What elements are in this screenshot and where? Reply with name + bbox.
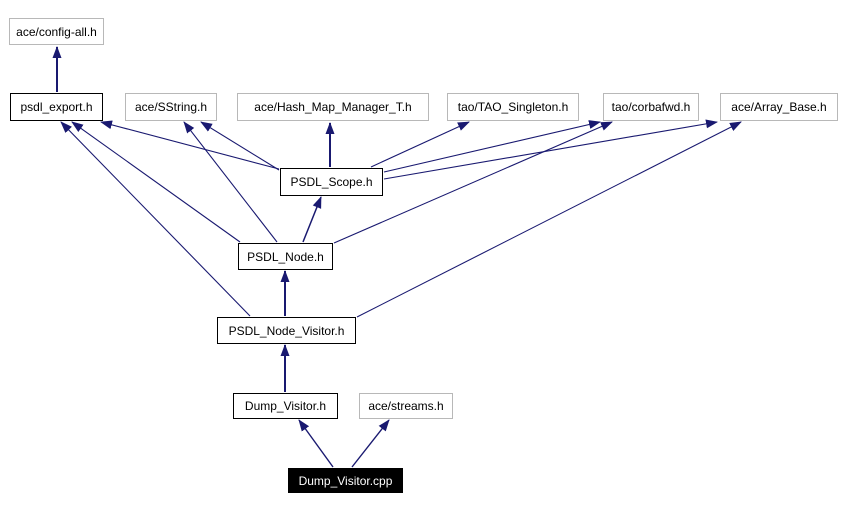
node-ace-sstring-h[interactable]: ace/SString.h [125, 93, 217, 121]
node-tao-corbafwd-h[interactable]: tao/corbafwd.h [603, 93, 699, 121]
edge-psdl_node-to-psdl_scope [302, 196, 322, 243]
edge-psdl_scope-to-tao_singleton [370, 121, 470, 168]
node-tao-tao-singleton-h[interactable]: tao/TAO_Singleton.h [447, 93, 579, 121]
edge-dump_visitor_cpp-to-dump_visitor_h [298, 419, 334, 468]
edge-psdl_node-to-corbafwd [333, 121, 613, 244]
edge-psdl_node_visitor-to-psdl_export [60, 121, 251, 317]
node-ace-hash-map-manager-t-h[interactable]: ace/Hash_Map_Manager_T.h [237, 93, 429, 121]
node-psdl-node-visitor-h[interactable]: PSDL_Node_Visitor.h [217, 317, 356, 344]
node-dump-visitor-h[interactable]: Dump_Visitor.h [233, 393, 338, 419]
node-dump-visitor-cpp: Dump_Visitor.cpp [288, 468, 403, 493]
edge-psdl_node-to-psdl_export [71, 121, 241, 243]
node-ace-array-base-h[interactable]: ace/Array_Base.h [720, 93, 838, 121]
node-psdl-node-h[interactable]: PSDL_Node.h [238, 243, 333, 270]
node-ace-config-all-h[interactable]: ace/config-all.h [9, 18, 104, 45]
edge-psdl_scope-to-sstring [200, 121, 280, 171]
node-psdl-export-h[interactable]: psdl_export.h [10, 93, 103, 121]
edge-psdl_node_visitor-to-array_base [356, 121, 742, 318]
edge-dump_visitor_cpp-to-ace_streams [351, 419, 390, 468]
edge-psdl_scope-to-corbafwd [383, 120, 601, 173]
edge-psdl_node-to-sstring [183, 121, 278, 243]
node-ace-streams-h[interactable]: ace/streams.h [359, 393, 453, 419]
node-psdl-scope-h[interactable]: PSDL_Scope.h [280, 168, 383, 196]
edge-psdl_scope-to-array_base [383, 119, 718, 180]
edge-psdl_scope-to-psdl_export [100, 120, 280, 170]
